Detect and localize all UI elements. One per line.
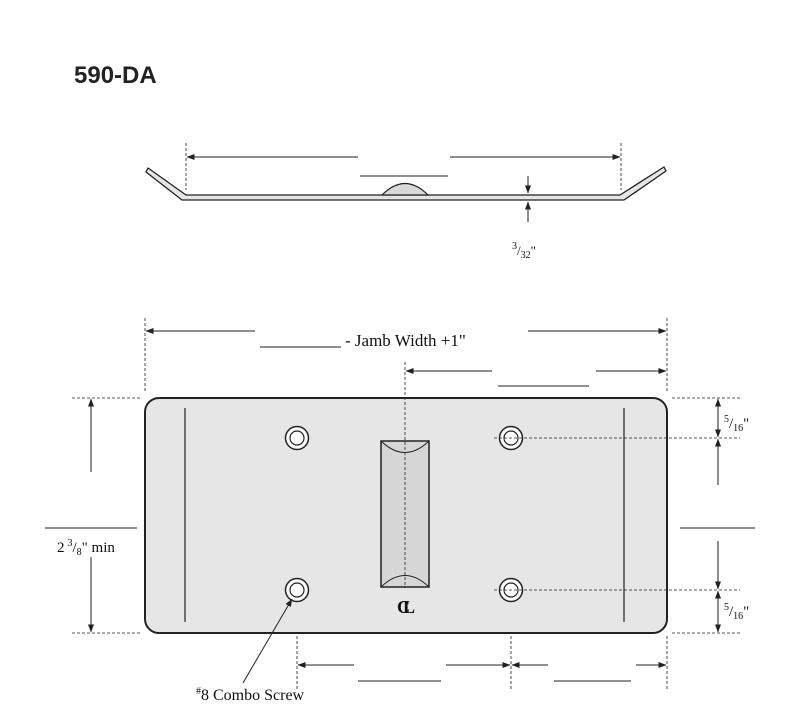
- thickness-label: 3/32": [512, 241, 536, 261]
- side-view: 3/32": [145, 143, 667, 261]
- overall-width-label: - Jamb Width +1": [345, 331, 466, 350]
- centerline-symbol: CL: [397, 597, 415, 617]
- hole-offset-bottom-label: 5/16": [724, 602, 749, 622]
- screw-label: #8 Combo Screw: [196, 686, 305, 704]
- side-view-bump: [380, 182, 430, 196]
- side-view-plate: [145, 166, 667, 201]
- screw-hole-top-left: [284, 425, 310, 451]
- part-number-title: 590-DA: [74, 62, 157, 89]
- hole-offset-top-label: 5/16": [724, 414, 749, 434]
- screw-leader: [242, 598, 293, 684]
- screw-hole-bottom-left: [284, 577, 310, 603]
